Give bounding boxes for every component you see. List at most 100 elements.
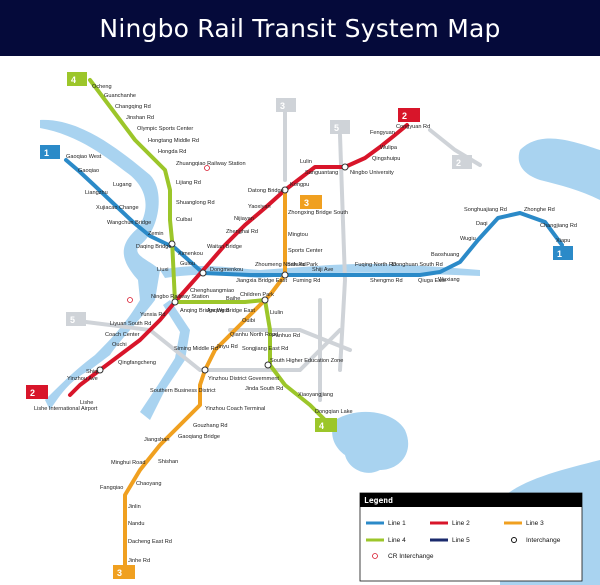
station-label: Ouchi	[112, 342, 127, 348]
station-label: Kongpu	[290, 182, 309, 188]
station-label: Zemin	[148, 231, 164, 237]
legend-line1-label: Line 1	[388, 520, 406, 527]
station-label: Wuxiang	[438, 277, 460, 283]
station-label: Ocheng	[92, 84, 112, 90]
station-label: Qiuga East	[418, 278, 446, 284]
interchanges	[96, 163, 349, 374]
station-label: Gaoqiao West	[66, 154, 102, 160]
station-label: Fengyuan	[370, 130, 395, 136]
cr-icon-ningbo-station	[127, 297, 133, 303]
station-label: Fuming Rd	[293, 278, 320, 284]
legend-cr-icon	[372, 553, 378, 559]
badge-line2-planned: 2	[452, 155, 472, 169]
station-label: Jinda South Rd	[245, 386, 283, 392]
station-label: Wugiu	[460, 236, 476, 242]
station-label: Daqing Bridge	[136, 244, 171, 250]
planned-branch	[228, 328, 352, 352]
badge-line5-west: 5	[66, 312, 86, 326]
station-label: Jinyu Rd	[216, 344, 238, 350]
station-label: Ouibi	[242, 318, 255, 324]
station-label: Xujiacao Change	[96, 205, 139, 211]
station-label: Xiaoyangjiang	[298, 392, 333, 398]
station-label: Jiangxia Bridge East	[236, 278, 287, 284]
station-label: Qingfangcheng	[118, 360, 156, 366]
svg-text:2: 2	[402, 111, 407, 121]
legend-line3-label: Line 3	[526, 520, 544, 527]
station-label: Chaoyang	[136, 481, 162, 487]
station-label: Zhenghai Rd	[226, 229, 258, 235]
station-label: Qingshuipu	[372, 156, 400, 162]
station-label: Gouzhang Rd	[193, 423, 228, 429]
svg-text:3: 3	[280, 101, 285, 111]
labels-line4-north: Ocheng Guanchanhe Changqing Rd Jinshan R…	[92, 84, 246, 273]
svg-text:2: 2	[456, 158, 461, 168]
badge-line2-south: 2	[26, 385, 48, 399]
svg-text:4: 4	[319, 421, 324, 431]
badge-line3-south: 3	[113, 565, 135, 579]
cr-interchanges	[127, 165, 210, 303]
station-label: Coach Center	[105, 332, 140, 338]
station-label: Songhuajiang Rd	[464, 207, 507, 213]
badge-line4-south: 4	[315, 418, 337, 432]
station-label: Liangzhu	[85, 190, 108, 196]
station-label: Wulipa	[380, 145, 398, 151]
station-label: Jiangshan	[144, 437, 170, 443]
dongqian-lake	[332, 411, 409, 473]
station-label: Gaoqiao	[78, 168, 99, 174]
labels-line2: Congyuan Rd Fengyuan Wulipa Qingshuipu N…	[34, 124, 430, 412]
station-label: Yinzhou District Government	[208, 376, 279, 382]
station-label: Liyuan South Rd	[110, 321, 151, 327]
station-label: Dongqian Lake	[315, 409, 353, 415]
map-title: Ningbo Rail Transit System Map	[99, 13, 501, 43]
station-label: Lijiang Rd	[176, 180, 201, 186]
interchange-sakura-park	[281, 271, 289, 279]
station-label: Sanguantang	[305, 170, 338, 176]
sea-east	[518, 138, 600, 200]
station-label: Jinlin	[128, 504, 141, 510]
badge-line1-west: 1	[40, 145, 60, 159]
interchange-dongmenkou	[199, 269, 207, 277]
station-label: Shiji Ave	[312, 267, 333, 273]
station-label: Hongtang Middle Rd	[148, 138, 199, 144]
station-label: Liulin	[270, 310, 283, 316]
interchange-ningbo-station	[171, 298, 179, 306]
badge-line4-north: 4	[67, 72, 87, 86]
station-label: Zhonghe Rd	[524, 207, 555, 213]
station-label: Zhoumeng North Rd	[255, 262, 306, 268]
legend-interchange-icon	[511, 537, 517, 543]
station-label: Nijiayan	[234, 216, 254, 222]
station-label: Shiqi	[86, 369, 98, 375]
station-label: Wangchun Bridge	[107, 220, 151, 226]
line-3-route	[123, 188, 287, 572]
station-label: Lugang	[113, 182, 132, 188]
station-label: Nandu	[128, 521, 144, 527]
station-label: Daqi	[476, 221, 488, 227]
station-label: Zhuangqiao Railway Station	[176, 161, 246, 167]
station-label: Panhuo Rd	[272, 333, 300, 339]
station-label: Guanchanhe	[104, 93, 136, 99]
svg-text:1: 1	[557, 249, 562, 259]
labels-line1-east: Jiangxia Bridge East Sakura Park Shiji A…	[236, 207, 577, 284]
station-label: Shuanglong Rd	[176, 200, 215, 206]
station-label: Dacheng East Rd	[128, 539, 172, 545]
svg-text:4: 4	[71, 75, 76, 85]
badge-line3-north: 3	[300, 195, 322, 209]
river-south	[140, 300, 190, 420]
station-label: Siming Middle Rd	[174, 346, 218, 352]
station-label: Ningbo Railway Station	[151, 294, 209, 300]
station-label: Southern Business District	[150, 388, 216, 394]
station-label: Ningbo University	[350, 170, 394, 176]
station-label: Anqing Bridge East	[207, 308, 255, 314]
legend-line5-label: Line 5	[452, 537, 470, 544]
interchange-children-park	[261, 296, 269, 304]
station-label: Fuqing North Rd	[355, 262, 396, 268]
river	[40, 119, 160, 410]
station-label: Gulou	[180, 261, 195, 267]
station-label: Cuibai	[176, 217, 192, 223]
badge-line5-north: 5	[330, 120, 350, 134]
svg-text:1: 1	[44, 148, 49, 158]
station-label: Shishan	[158, 459, 178, 465]
station-label: Waitan Bridge	[207, 244, 242, 250]
legend-interchange-label: Interchange	[526, 537, 561, 544]
station-label: Jinhe Rd	[128, 558, 150, 564]
